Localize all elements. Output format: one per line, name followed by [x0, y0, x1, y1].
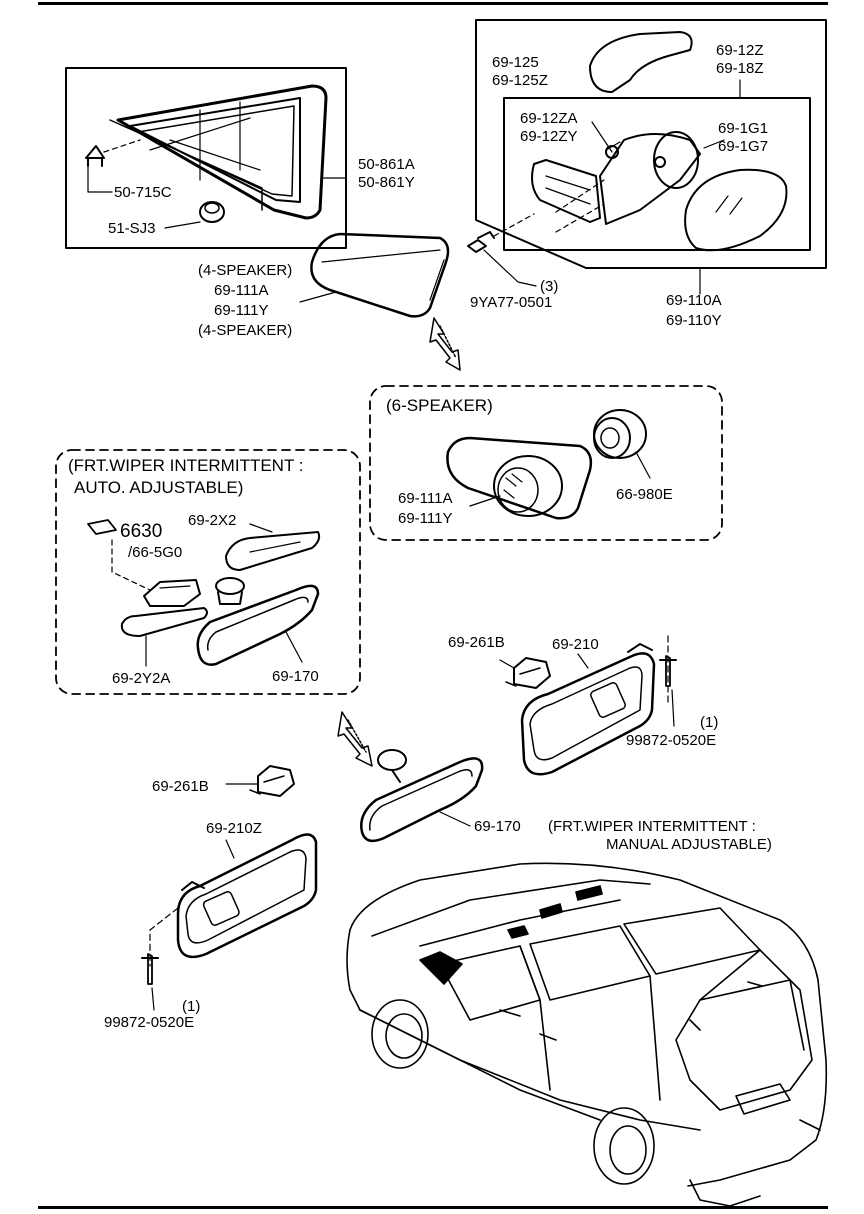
label-holder-right: 69-261B — [448, 634, 505, 651]
label-manual-title-2: MANUAL ADJUSTABLE) — [606, 836, 772, 853]
label-mirror-glass-2: 69-1G7 — [718, 138, 769, 155]
outer-mirror-group — [467, 19, 827, 295]
visor-right-group — [499, 635, 677, 776]
label-auto-title-2: AUTO. ADJUSTABLE) — [74, 478, 244, 497]
label-speaker4-note-bottom: (4-SPEAKER) — [198, 322, 293, 339]
label-visor-right: 69-210 — [552, 636, 599, 653]
label-speaker6-title: (6-SPEAKER) — [386, 396, 493, 415]
label-screw-left-qty: (1) — [182, 998, 201, 1015]
rearview-manual-group — [360, 749, 484, 843]
label-mirror-assy-1: 69-110A — [666, 292, 722, 309]
label-visor-left: 69-210Z — [206, 820, 262, 837]
label-bolt-qty: (3) — [540, 278, 559, 295]
label-mirror-assy-2: 69-110Y — [666, 312, 722, 329]
label-holder-left: 69-261B — [152, 778, 209, 795]
label-rearview-manual: 69-170 — [474, 818, 521, 835]
label-quarter-glass-2: 50-861Y — [358, 174, 415, 191]
top-rule — [38, 2, 828, 5]
label-screw-left-part: 99872-0520E — [104, 1014, 195, 1031]
six-speaker-group — [369, 385, 723, 541]
label-speaker6-part-1: 69-111A — [398, 490, 453, 507]
label-manual-title-1: (FRT.WIPER INTERMITTENT : — [548, 818, 756, 835]
bottom-rule — [38, 1206, 828, 1209]
label-mirror-cover-2: 69-125Z — [492, 72, 548, 89]
label-tweeter: 66-980E — [616, 486, 673, 503]
visor-left-group — [141, 765, 318, 1011]
label-speaker4-part-1: 69-111A — [214, 282, 269, 299]
label-screw-right-part: 99872-0520E — [626, 732, 717, 749]
label-speaker4-part-2: 69-111Y — [214, 302, 269, 319]
label-ref-6630: 6630 — [120, 521, 163, 542]
auto-adjustable-group — [55, 449, 361, 695]
label-mirror-glass-1: 69-1G1 — [718, 120, 769, 137]
label-mirror-assy-top-1: 69-12Z — [716, 42, 764, 59]
label-mirror-cover-1: 69-125 — [492, 54, 539, 71]
label-speaker4-note-top: (4-SPEAKER) — [198, 262, 293, 279]
garnish-4speaker — [299, 232, 450, 318]
label-rearview-auto: 69-170 — [272, 668, 319, 685]
label-quarter-glass-1: 50-861A — [358, 156, 415, 173]
quarter-window-group — [65, 67, 347, 249]
label-mirror-assy-top-2: 69-18Z — [716, 60, 764, 77]
label-screw-right-qty: (1) — [700, 714, 719, 731]
label-speaker6-part-2: 69-111Y — [398, 510, 453, 527]
swap-arrow-top — [429, 317, 461, 371]
swap-arrow-mid — [337, 711, 373, 767]
label-ref-665g0: /66-5G0 — [128, 544, 183, 561]
label-clip: 50-715C — [114, 184, 172, 201]
label-cover-lower: 69-2Y2A — [112, 670, 171, 687]
label-fastener: 51-SJ3 — [108, 220, 156, 237]
label-auto-title-1: (FRT.WIPER INTERMITTENT : — [68, 456, 304, 475]
vehicle-illustration — [346, 862, 828, 1207]
label-mirror-motor-2: 69-12ZY — [520, 128, 578, 145]
label-bolt-part: 9YA77-0501 — [470, 294, 553, 311]
label-mirror-motor-1: 69-12ZA — [520, 110, 578, 127]
label-cover-upper: 69-2X2 — [188, 512, 237, 529]
